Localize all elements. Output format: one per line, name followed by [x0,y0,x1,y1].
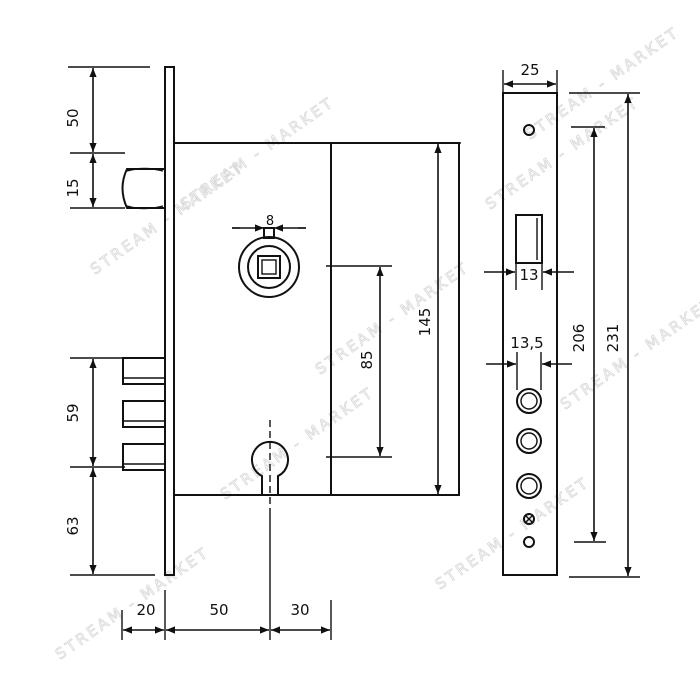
extension-lines [68,66,461,640]
dim-label-25: 25 [520,61,539,79]
screw-hole-top [523,124,535,136]
dim-label-8: 8 [266,214,274,229]
handle-follower [232,227,306,298]
dim-label-13: 13 [519,266,538,284]
dead-bolts [122,357,166,471]
lock-side-view: 50 15 59 63 145 85 8 20 50 30 [64,66,461,640]
screw-hole-mid [523,513,535,525]
latch-window [515,214,543,264]
dim-label-231: 231 [604,324,622,353]
dim-label-50-bottom: 50 [209,601,228,619]
dim-label-145: 145 [416,308,434,337]
dim-label-85: 85 [358,350,376,369]
lock-case [173,142,460,496]
face-plate-front [502,92,558,576]
dim-label-20: 20 [136,601,155,619]
watermark-text: STREAM - MARKET [177,93,338,213]
bolt-holes [516,388,542,499]
cylinder-hole [251,420,289,512]
front-extension-lines [502,70,640,578]
dim-label-15: 15 [64,178,82,197]
dim-label-30: 30 [290,601,309,619]
latch-bolt [121,168,165,209]
watermark-group: STREAM - MARKET STREAM - MARKET STREAM -… [52,23,700,664]
face-plate [164,66,175,576]
dim-label-50-top: 50 [64,108,82,127]
watermark-text: STREAM - MARKET [217,383,378,503]
dim-label-206: 206 [570,324,588,353]
screw-hole-bottom [523,536,535,548]
dim-label-63: 63 [64,516,82,535]
watermark-text: STREAM - MARKET [52,543,213,663]
dim-label-59: 59 [64,403,82,422]
lock-front-view: 25 13 13,5 206 231 [484,61,640,578]
watermark-text: STREAM - MARKET [312,258,473,378]
dim-label-13-5: 13,5 [510,334,543,352]
